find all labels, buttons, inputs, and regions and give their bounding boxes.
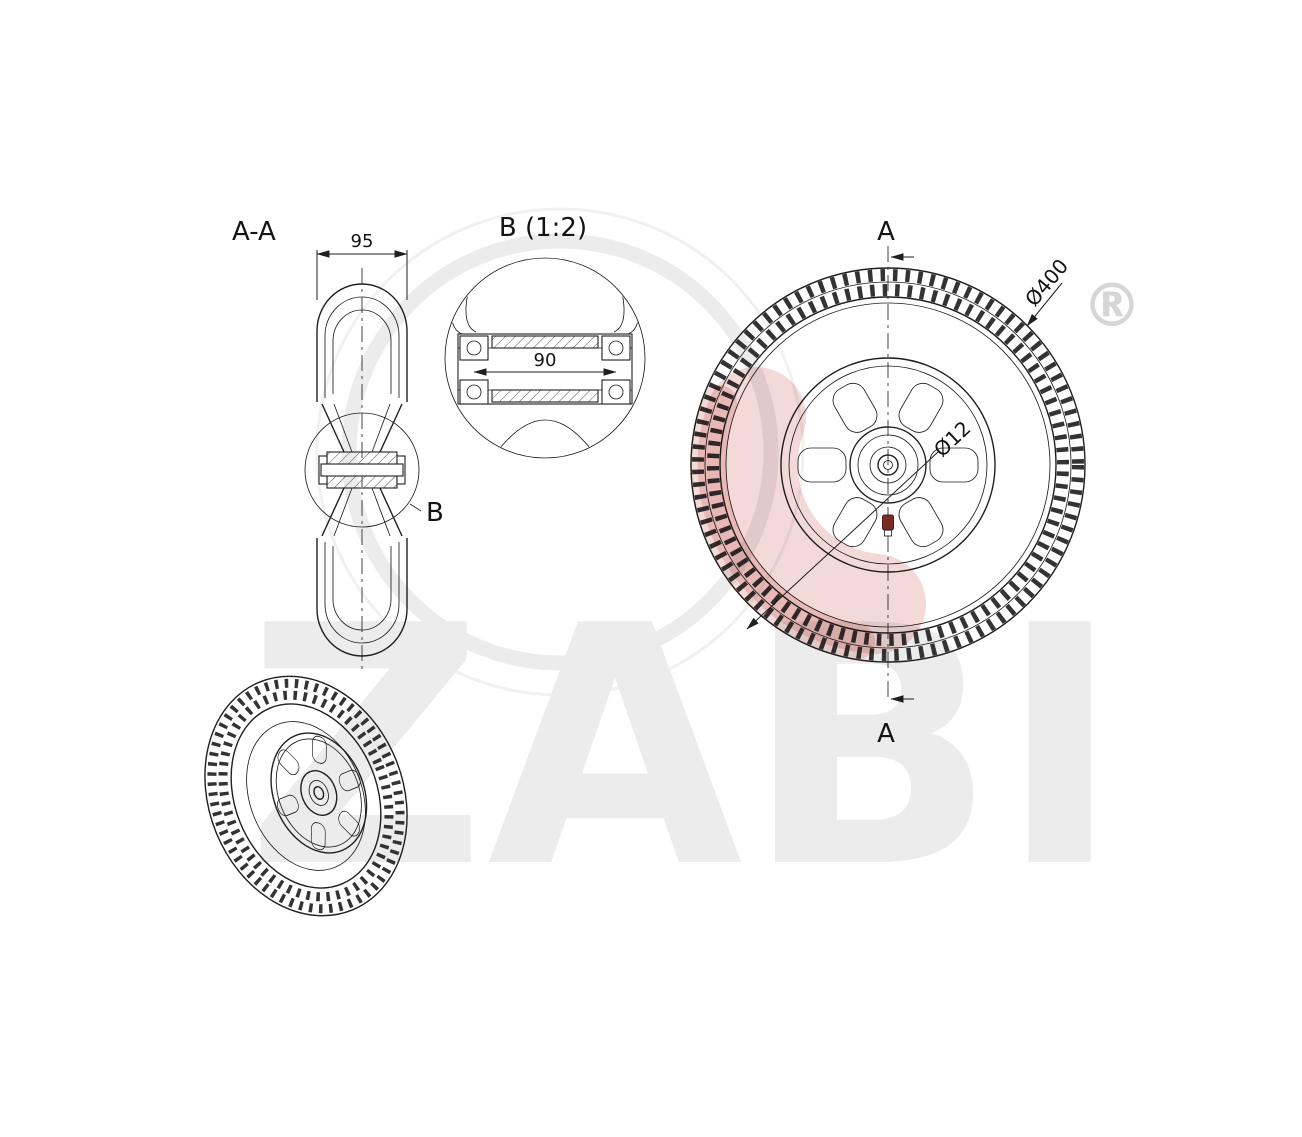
wheel-disc-webs	[321, 403, 403, 537]
bearing-right-detail	[601, 335, 631, 405]
iso-rim-hub	[270, 732, 368, 854]
hub-section	[318, 451, 406, 489]
valve-stem	[882, 514, 894, 537]
detail-content: 90	[450, 259, 640, 449]
iso-sidewall	[246, 721, 366, 871]
cut-arrow-top: A	[877, 217, 914, 261]
detail-b-reference-label: B	[426, 498, 444, 528]
disc-fragment	[544, 419, 591, 449]
watermark-red-tint	[690, 367, 926, 660]
detail-view-b: B (1:2)	[444, 213, 646, 459]
hub-wall-top	[491, 335, 599, 349]
cut-label-bottom: A	[877, 719, 895, 749]
dimension-90: 90	[473, 350, 617, 376]
hub-wall-bottom	[491, 389, 599, 403]
iso-spoke-slots	[276, 735, 361, 851]
bearing-left-detail	[459, 335, 489, 405]
dimension-95-text: 95	[351, 231, 374, 252]
watermark-ring-outer	[315, 207, 805, 697]
front-view: A A	[690, 217, 1086, 749]
spoke-slots	[797, 382, 979, 548]
registered-trademark: ®	[1082, 271, 1142, 341]
disc-fragment	[499, 419, 546, 449]
section-title: A-A	[232, 217, 276, 247]
tire-profile-top	[316, 283, 408, 402]
detail-b-leader	[409, 503, 422, 512]
cut-label-top: A	[877, 217, 895, 247]
detail-boundary-circle	[444, 257, 646, 459]
iso-tire-outer	[204, 675, 408, 917]
hub-front	[849, 426, 927, 504]
iso-hub	[300, 770, 338, 816]
detail-title: B (1:2)	[499, 213, 587, 243]
tread-row-outer	[692, 269, 1084, 661]
section-view-aa: A-A	[232, 217, 444, 672]
cut-arrow-bottom: A	[877, 695, 914, 749]
detail-b-marker-circle	[304, 412, 420, 528]
iso-tread-edge	[230, 703, 382, 889]
dimension-90-text: 90	[534, 350, 557, 371]
tire-profile-bottom	[316, 538, 408, 657]
watermark-text: ZABI	[246, 556, 1123, 940]
dimension-95: 95	[316, 231, 408, 300]
hub-bore	[320, 463, 404, 477]
iso-bore	[313, 786, 325, 800]
bore-circle	[877, 454, 899, 476]
